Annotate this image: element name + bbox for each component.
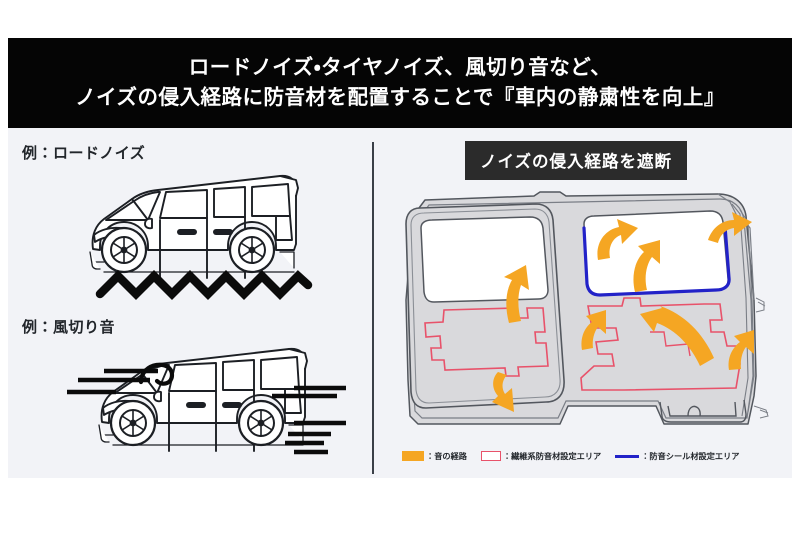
vehicle-body-side-panel-icon	[405, 191, 769, 425]
zigzag-wave-icon	[95, 269, 313, 301]
right-panel: ノイズの侵入経路を遮断	[374, 128, 792, 478]
example-wind-noise-label: 例：風切り音	[22, 319, 116, 336]
left-panel: 例：ロードノイズ	[8, 128, 372, 478]
header-title-line-2: ノイズの侵入経路に防音材を配置することで『車内の静粛性を向上』	[75, 86, 725, 109]
minivan-side-view-icon	[67, 347, 346, 455]
noise-path-arrows	[492, 212, 754, 412]
noise-arrow-right-lower	[728, 330, 754, 370]
fiber-area-door	[424, 307, 549, 377]
fiber-area-rear-detail	[650, 331, 691, 357]
noise-arrow-rear-center	[633, 240, 660, 292]
wheel-rear	[237, 399, 285, 447]
legend-label-fiber-area: ：繊維系防音材設定エリア	[502, 452, 602, 461]
wind-noise-illustration	[36, 338, 366, 478]
noise-arrow-door-up	[504, 265, 529, 323]
wind-streak-icon	[272, 385, 346, 455]
legend-label-seal-area: ：防音シール材設定エリア	[641, 452, 740, 461]
header-title-line-1: ロードノイズ・タイヤノイズ、風切り音など、	[188, 56, 612, 79]
wind-streak-icon	[67, 362, 175, 395]
minivan-side-view-icon	[89, 174, 313, 301]
legend-item-seal-area: ：防音シール材設定エリア	[615, 450, 739, 462]
noise-arrow-rear-left	[597, 219, 638, 260]
example-road-noise-label: 例：ロードノイズ	[22, 145, 146, 162]
noise-arrow-door-down	[492, 372, 514, 412]
noise-arrow-diagonal	[640, 306, 714, 366]
header-banner: ロードノイズ・タイヤノイズ、風切り音など、 ノイズの侵入経路に防音材を配置するこ…	[8, 38, 792, 128]
legend-item-sound-path: ：音の経路	[402, 450, 467, 462]
noise-arrow-lower-left	[581, 310, 606, 350]
sound-seal-blue-line	[582, 224, 731, 297]
badge-label: ノイズの侵入経路を遮断	[480, 153, 673, 171]
orange-fill-swatch-icon	[402, 451, 424, 461]
red-box-swatch-icon	[480, 451, 501, 461]
noise-arrow-right-outer	[708, 212, 752, 243]
legend: ：音の経路 ：繊維系防音材設定エリア ：防音シール材設定エリア	[402, 450, 739, 462]
wheel-rear	[228, 226, 276, 274]
noise-path-block-badge: ノイズの侵入経路を遮断	[466, 142, 687, 179]
content-area: 例：ロードノイズ	[8, 128, 792, 478]
legend-label-sound-path: ：音の経路	[426, 452, 467, 461]
road-noise-illustration	[44, 166, 344, 316]
panel-divider	[372, 142, 374, 474]
legend-item-fiber-area: ：繊維系防音材設定エリア	[480, 450, 602, 462]
wheel-front	[100, 226, 148, 274]
body-panel-diagram	[388, 180, 778, 447]
blue-line-swatch-icon	[615, 454, 640, 458]
wheel-front	[109, 399, 157, 447]
